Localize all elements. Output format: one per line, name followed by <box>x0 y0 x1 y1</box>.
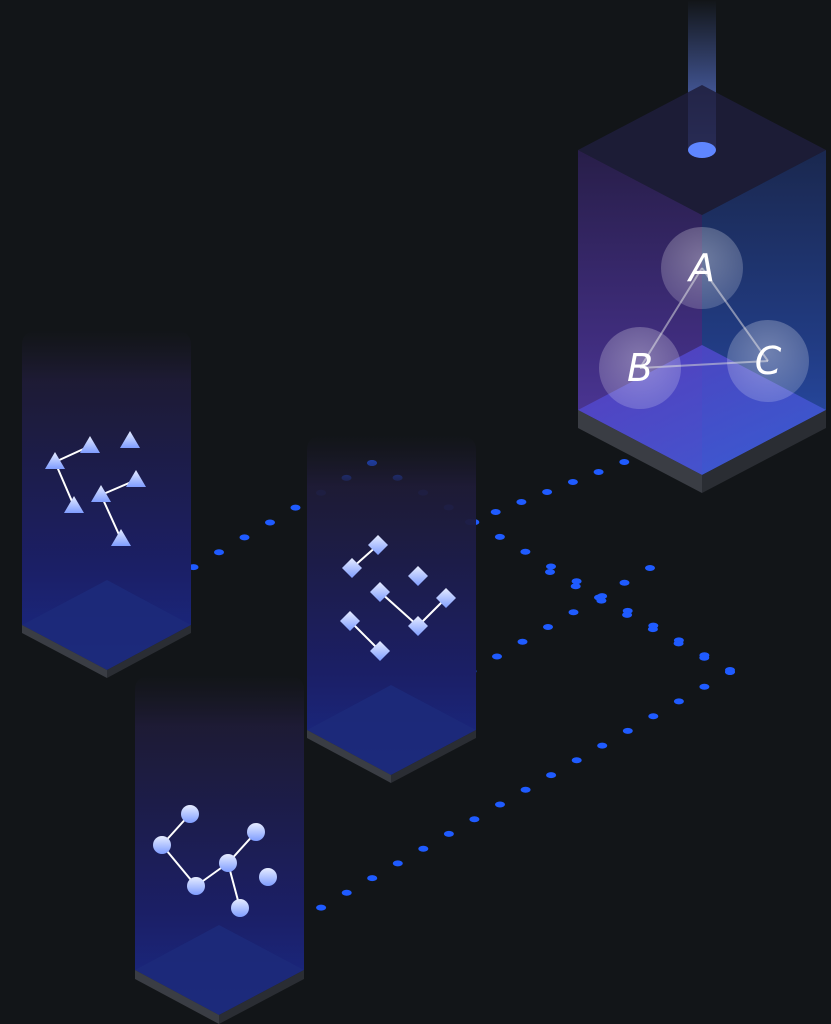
triangles-pillar <box>22 330 191 678</box>
diamond-node <box>368 535 388 555</box>
connection-dot <box>392 860 403 867</box>
diamond-node <box>342 558 362 578</box>
connection-dot <box>542 489 553 495</box>
triangle-node <box>91 485 111 502</box>
connection-dot <box>265 519 275 526</box>
triangle-node <box>111 529 131 546</box>
circle-node <box>181 805 199 823</box>
dotted-path-mid <box>545 569 735 675</box>
dotted-path-hub <box>465 449 655 525</box>
connection-dot <box>316 904 327 911</box>
circles-pillar <box>135 675 304 1024</box>
connection-dot <box>516 499 527 505</box>
connection-dot <box>517 638 528 645</box>
connection-dot <box>645 565 655 571</box>
circle-nodes <box>153 805 277 917</box>
connection-dot <box>619 459 630 465</box>
diamond-nodes <box>340 535 456 661</box>
connection-dot <box>443 830 454 837</box>
connection-dot <box>571 578 582 585</box>
diamond-node <box>436 588 456 608</box>
connection-dot <box>469 816 480 823</box>
connection-dot <box>492 653 502 660</box>
connection-dot <box>567 479 578 485</box>
diamonds-pillar <box>307 435 476 783</box>
connection-dot <box>418 845 429 852</box>
connection-dot <box>619 579 630 586</box>
connection-dot <box>699 683 710 690</box>
diamond-node <box>340 611 360 631</box>
diamond-node <box>370 641 390 661</box>
triangle-node <box>126 470 146 487</box>
connection-dot <box>571 757 582 764</box>
connection-dot <box>593 469 604 475</box>
connection-dot <box>239 534 250 541</box>
circle-node <box>259 868 277 886</box>
connection-dot <box>543 624 553 630</box>
connection-dot <box>341 889 352 896</box>
circle-node <box>219 854 237 872</box>
connection-dot <box>494 533 505 540</box>
triangle-nodes <box>45 431 146 546</box>
circle-node <box>153 836 171 854</box>
hub-graph: A B C <box>599 227 809 409</box>
node-label-c: C <box>755 339 782 383</box>
hub-node-b: B <box>599 327 681 409</box>
circle-node <box>247 823 265 841</box>
connection-dot <box>568 609 579 616</box>
hub-container: A B C <box>578 0 826 493</box>
connection-dot <box>596 597 607 604</box>
hub-node-a: A <box>661 227 743 309</box>
connection-dot <box>699 654 710 661</box>
node-label-b: B <box>627 346 653 390</box>
diamond-node <box>408 566 428 586</box>
connection-dot <box>570 583 581 590</box>
connection-dot <box>597 742 608 749</box>
node-label-a: A <box>686 246 715 290</box>
triangle-node <box>80 436 100 453</box>
connection-dot <box>546 772 557 779</box>
connection-dot <box>647 626 658 633</box>
triangle-node <box>120 431 140 448</box>
diamond-node <box>370 582 390 602</box>
circle-node <box>187 877 205 895</box>
connection-dot <box>673 640 684 647</box>
triangle-node <box>64 496 84 513</box>
connection-dot <box>520 786 531 793</box>
connection-dot <box>214 549 224 556</box>
connection-dot <box>725 669 735 675</box>
beam-endpoint <box>688 142 716 158</box>
connection-dot <box>546 563 556 570</box>
diamond-node <box>408 616 428 636</box>
connection-dot <box>673 698 684 705</box>
connection-dot <box>520 548 531 555</box>
connection-dot <box>290 504 301 511</box>
connection-dot <box>495 801 505 808</box>
hub-node-c: C <box>727 320 809 402</box>
connection-dot <box>622 611 633 618</box>
circle-node <box>231 899 249 917</box>
connection-dot <box>622 727 633 734</box>
connection-dot <box>545 569 555 575</box>
connection-dot <box>367 875 378 882</box>
triangle-node <box>45 452 65 469</box>
connection-dot <box>648 713 659 720</box>
connection-dot <box>490 509 501 515</box>
